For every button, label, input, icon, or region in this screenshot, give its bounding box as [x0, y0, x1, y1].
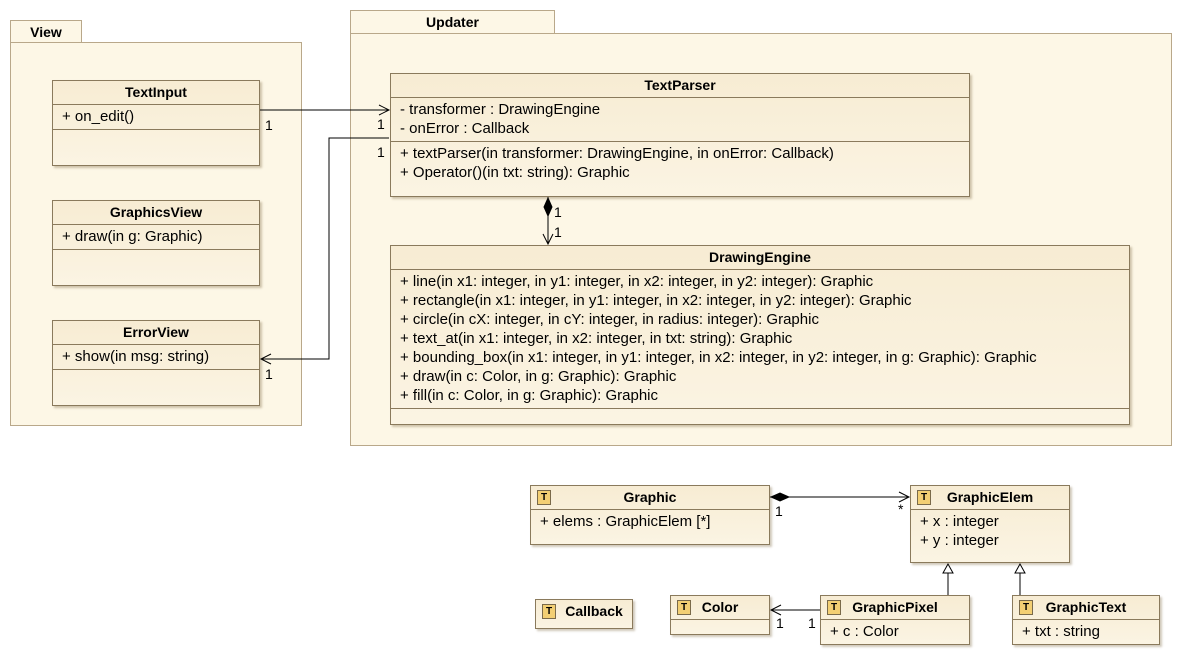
color-type[interactable]: T Color [670, 595, 770, 635]
class-name: TextInput [53, 81, 259, 105]
class-name: GraphicPixel [852, 599, 938, 615]
generalization-triangle [942, 562, 954, 574]
graphicsview-class[interactable]: GraphicsView + draw(in g: Graphic) [52, 200, 260, 286]
empty-compartment [53, 250, 259, 277]
type-badge-icon: T [827, 600, 841, 615]
class-name: Color [701, 599, 739, 615]
operation-operator: + Operator()(in txt: string): Graphic [400, 164, 630, 181]
composition-diamond [769, 492, 791, 502]
class-header: T Graphic [531, 486, 769, 510]
class-name: TextParser [391, 74, 969, 98]
operation-on-edit: + on_edit() [62, 108, 135, 125]
operation-textparser: + textParser(in transformer: DrawingEngi… [400, 145, 834, 162]
class-name: GraphicsView [53, 201, 259, 225]
operation-bounding-box: + bounding_box(in x1: integer, in y1: in… [400, 349, 1037, 366]
operation-text-at: + text_at(in x1: integer, in x2: integer… [400, 330, 793, 347]
attributes-compartment: + c : Color [821, 620, 969, 644]
operation-line: + line(in x1: integer, in y1: integer, i… [400, 273, 874, 290]
operations-compartment: + draw(in g: Graphic) [53, 225, 259, 250]
class-name: ErrorView [53, 321, 259, 345]
multiplicity-graphicpixel: 1 [808, 615, 816, 631]
attribute-txt: + txt : string [1022, 623, 1100, 640]
updater-package-tab: Updater [350, 10, 555, 34]
type-badge-icon: T [677, 600, 691, 615]
errorview-class[interactable]: ErrorView + show(in msg: string) [52, 320, 260, 406]
view-package-tab: View [10, 20, 82, 44]
empty-compartment [671, 620, 769, 631]
empty-compartment [53, 370, 259, 397]
textparser-class[interactable]: TextParser - transformer : DrawingEngine… [390, 73, 970, 197]
attributes-compartment: + elems : GraphicElem [*] [531, 510, 769, 534]
multiplicity-textinput: 1 [265, 117, 273, 133]
operations-compartment: + show(in msg: string) [53, 345, 259, 370]
empty-compartment [53, 130, 259, 157]
multiplicity-graphic: 1 [775, 503, 783, 519]
class-header: T GraphicElem [911, 486, 1069, 510]
graphictext-type[interactable]: T GraphicText + txt : string [1012, 595, 1160, 645]
multiplicity-color: 1 [776, 615, 784, 631]
attribute-transformer: - transformer : DrawingEngine [400, 101, 601, 118]
callback-type[interactable]: T Callback [535, 599, 633, 629]
multiplicity-engine: 1 [554, 224, 562, 240]
multiplicity-parser-composition: 1 [554, 204, 562, 220]
operation-draw: + draw(in g: Graphic) [62, 228, 203, 245]
type-badge-icon: T [917, 490, 931, 505]
operation-draw: + draw(in c: Color, in g: Graphic): Grap… [400, 368, 677, 385]
operation-rectangle: + rectangle(in x1: integer, in y1: integ… [400, 292, 912, 309]
operation-show: + show(in msg: string) [62, 348, 210, 365]
class-name: Graphic [623, 489, 677, 505]
multiplicity-textparser-error: 1 [377, 144, 385, 160]
multiplicity-graphicelem: * [898, 501, 904, 517]
graphicpixel-type[interactable]: T GraphicPixel + c : Color [820, 595, 970, 645]
empty-compartment [391, 409, 1129, 420]
type-badge-icon: T [1019, 600, 1033, 615]
attributes-compartment: - transformer : DrawingEngine - onError … [391, 98, 969, 142]
generalization-triangle [1014, 562, 1026, 574]
type-badge-icon: T [542, 604, 556, 619]
attribute-onerror: - onError : Callback [400, 120, 530, 137]
class-header: T GraphicPixel [821, 596, 969, 620]
graphic-type[interactable]: T Graphic + elems : GraphicElem [*] [530, 485, 770, 545]
operations-compartment: + line(in x1: integer, in y1: integer, i… [391, 270, 1129, 409]
open-arrow-head [769, 604, 782, 616]
class-header: T Color [671, 596, 769, 620]
operations-compartment: + on_edit() [53, 105, 259, 130]
textinput-class[interactable]: TextInput + on_edit() [52, 80, 260, 166]
graphicelem-type[interactable]: T GraphicElem + x : integer + y : intege… [910, 485, 1070, 563]
type-badge-icon: T [537, 490, 551, 505]
attributes-compartment: + x : integer + y : integer [911, 510, 1069, 553]
attribute-elems: + elems : GraphicElem [*] [540, 513, 711, 530]
operation-circle: + circle(in cX: integer, in cY: integer,… [400, 311, 819, 328]
attributes-compartment: + txt : string [1013, 620, 1159, 644]
class-header: T GraphicText [1013, 596, 1159, 620]
class-name: GraphicElem [946, 489, 1034, 505]
class-name: DrawingEngine [391, 246, 1129, 270]
attribute-c: + c : Color [830, 623, 899, 640]
class-header: T Callback [536, 600, 632, 623]
multiplicity-textparser-input: 1 [377, 116, 385, 132]
attribute-y: + y : integer [920, 532, 999, 549]
operation-fill: + fill(in c: Color, in g: Graphic): Grap… [400, 387, 659, 404]
drawingengine-class[interactable]: DrawingEngine + line(in x1: integer, in … [390, 245, 1130, 425]
attribute-x: + x : integer [920, 513, 999, 530]
class-name: Callback [565, 603, 623, 619]
multiplicity-errorview: 1 [265, 366, 273, 382]
operations-compartment: + textParser(in transformer: DrawingEngi… [391, 142, 969, 185]
class-name: GraphicText [1045, 599, 1127, 615]
